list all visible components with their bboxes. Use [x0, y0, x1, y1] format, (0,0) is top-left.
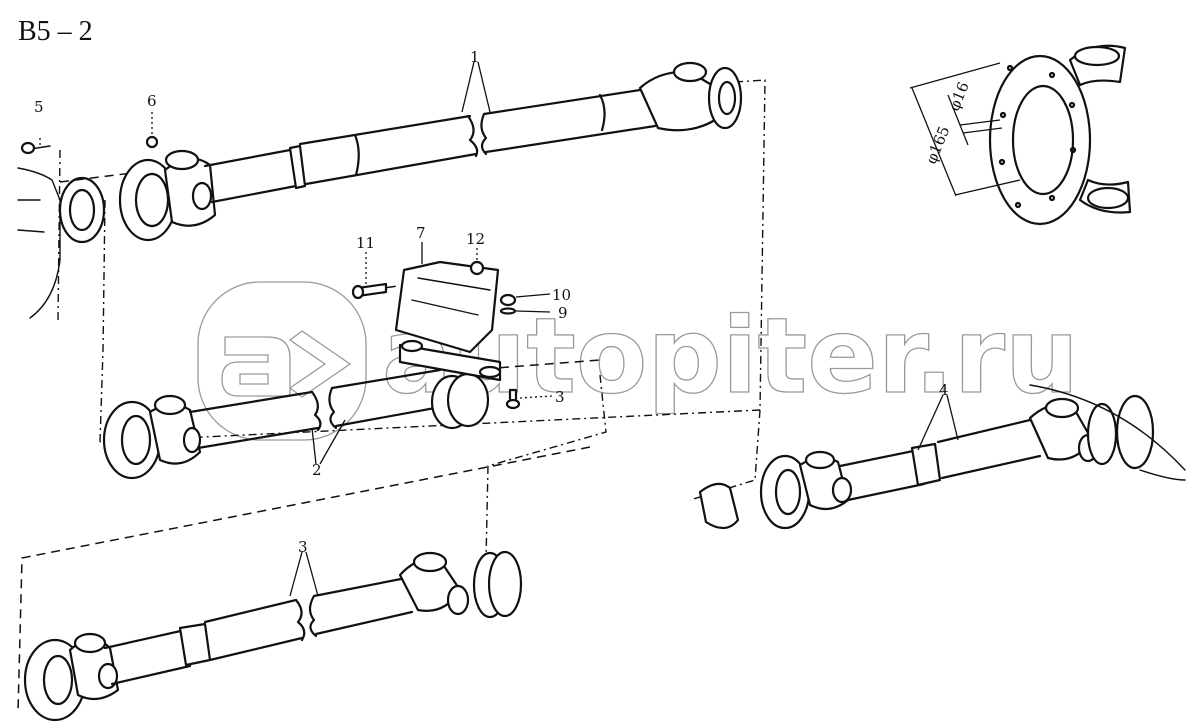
propeller-shaft-1 — [118, 61, 743, 242]
dimension-label-16: φ16 — [945, 79, 973, 113]
callout-11: 11 — [356, 234, 375, 252]
gearbox-housing-partial — [17, 141, 106, 319]
nut-6 — [145, 135, 159, 149]
callout-3-bolt: 3 — [555, 388, 565, 406]
callout-2: 2 — [312, 461, 322, 479]
propeller-shaft-2 — [102, 368, 490, 480]
callout-9: 9 — [558, 304, 568, 322]
callout-10: 10 — [552, 286, 571, 304]
watermark-text: autopiter.ru — [382, 295, 1079, 417]
callout-12: 12 — [466, 230, 485, 248]
callout-7: 7 — [416, 224, 426, 242]
callout-6: 6 — [147, 92, 157, 110]
callout-3: 3 — [298, 538, 308, 556]
watermark-logo-frame — [197, 281, 367, 441]
dimension-label-165: φ165 — [922, 123, 953, 166]
flange-detail-view: φ165 φ16 — [909, 44, 1132, 226]
watermark-a-glyph — [221, 336, 291, 397]
callout-5: 5 — [34, 98, 44, 116]
callout-labels: 1 2 3 3 4 5 6 7 9 10 11 12 — [34, 48, 949, 556]
callout-leaders — [39, 61, 959, 597]
watermark-chevron-glyph — [288, 330, 352, 398]
watermark: autopiter.ru — [197, 281, 1080, 441]
callout-1: 1 — [470, 48, 480, 66]
propeller-shaft-4 — [698, 384, 1186, 530]
propeller-shaft-3 — [23, 550, 523, 722]
diagram-title: B5 – 2 — [18, 16, 93, 47]
callout-4: 4 — [939, 381, 949, 399]
bearing-bracket-assembly — [351, 260, 521, 410]
